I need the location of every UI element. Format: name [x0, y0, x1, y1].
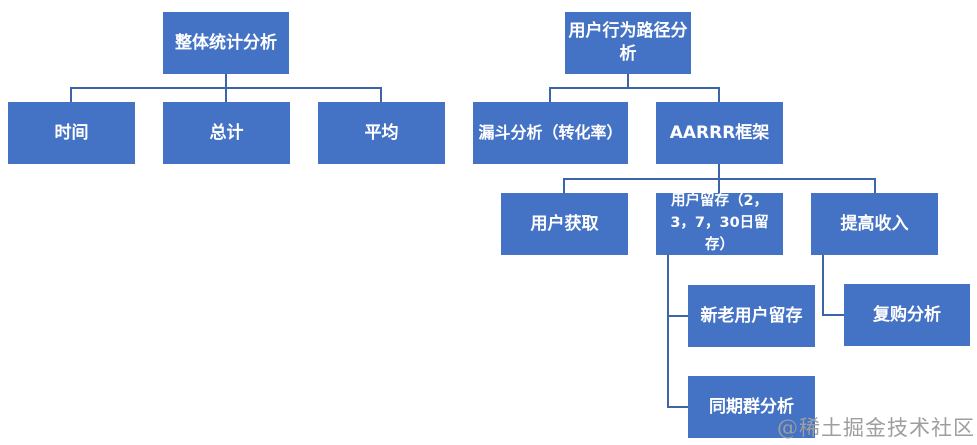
node-repurchase-analysis: 复购分析 [844, 284, 970, 346]
connector-line [822, 314, 844, 316]
connector-line [667, 315, 688, 317]
node-cohort-analysis: 同期群分析 [688, 376, 815, 438]
connector-line [718, 88, 720, 102]
connector-line [549, 88, 551, 102]
connector-line [549, 87, 720, 89]
connector-line [225, 88, 227, 102]
connector-line [225, 74, 227, 88]
node-new-old-user-retention: 新老用户留存 [688, 285, 815, 347]
connector-line [667, 255, 669, 408]
node-total: 总计 [163, 102, 290, 164]
node-user-behavior-path: 用户行为路径分析 [565, 12, 691, 74]
node-time: 时间 [8, 102, 135, 164]
node-funnel-analysis: 漏斗分析（转化率） [473, 102, 628, 164]
node-user-retention: 用户留存（2，3，7，30日留存） [656, 193, 783, 255]
connector-line [380, 88, 382, 102]
node-increase-revenue: 提高收入 [811, 193, 938, 255]
node-average: 平均 [318, 102, 445, 164]
connector-line [874, 179, 876, 193]
watermark-text: @稀土掘金技术社区 [777, 416, 975, 440]
connector-line [70, 88, 72, 102]
connector-line [627, 74, 629, 88]
node-aarrr-framework: AARRR框架 [656, 102, 783, 164]
node-user-acquisition: 用户获取 [501, 193, 628, 255]
node-overall-statistics: 整体统计分析 [163, 12, 289, 74]
connector-line [563, 179, 565, 193]
connector-line [667, 406, 688, 408]
connector-line [718, 179, 720, 193]
connector-line [718, 164, 720, 179]
connector-line [822, 255, 824, 316]
